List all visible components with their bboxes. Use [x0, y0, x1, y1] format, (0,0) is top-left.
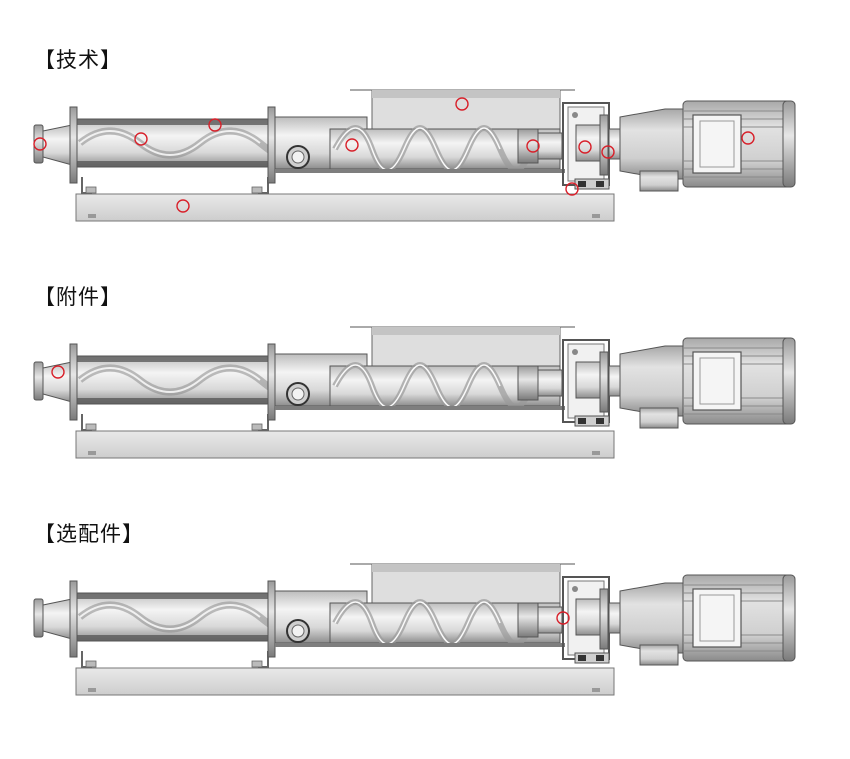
- pump-diagram-technical: [0, 85, 850, 285]
- section-title-technical: 【技术】: [34, 48, 122, 72]
- pump-diagram-optional-parts: [0, 559, 850, 759]
- hotspot-coupling[interactable]: [601, 145, 615, 159]
- pump-diagram-accessories: [0, 322, 850, 522]
- hotspot-auger-mid[interactable]: [345, 138, 359, 152]
- hotspot-bearing-housing[interactable]: [556, 611, 570, 625]
- hotspots[interactable]: [51, 365, 65, 379]
- hotspot-shaft-seal[interactable]: [578, 140, 592, 154]
- hotspot-base-frame[interactable]: [176, 199, 190, 213]
- section-title-accessories: 【附件】: [34, 285, 122, 309]
- hotspot-stator-top[interactable]: [208, 118, 222, 132]
- section-title-optional-parts: 【选配件】: [34, 522, 144, 546]
- hotspots[interactable]: [33, 97, 755, 213]
- hotspot-motor[interactable]: [741, 131, 755, 145]
- hotspots[interactable]: [556, 611, 570, 625]
- hotspot-inlet-flange[interactable]: [51, 365, 65, 379]
- hotspot-bearing-housing[interactable]: [526, 139, 540, 153]
- hotspot-stator-left[interactable]: [134, 132, 148, 146]
- hotspot-inlet-flange[interactable]: [33, 137, 47, 151]
- hotspot-hopper[interactable]: [455, 97, 469, 111]
- hotspot-drive-mount[interactable]: [565, 182, 579, 196]
